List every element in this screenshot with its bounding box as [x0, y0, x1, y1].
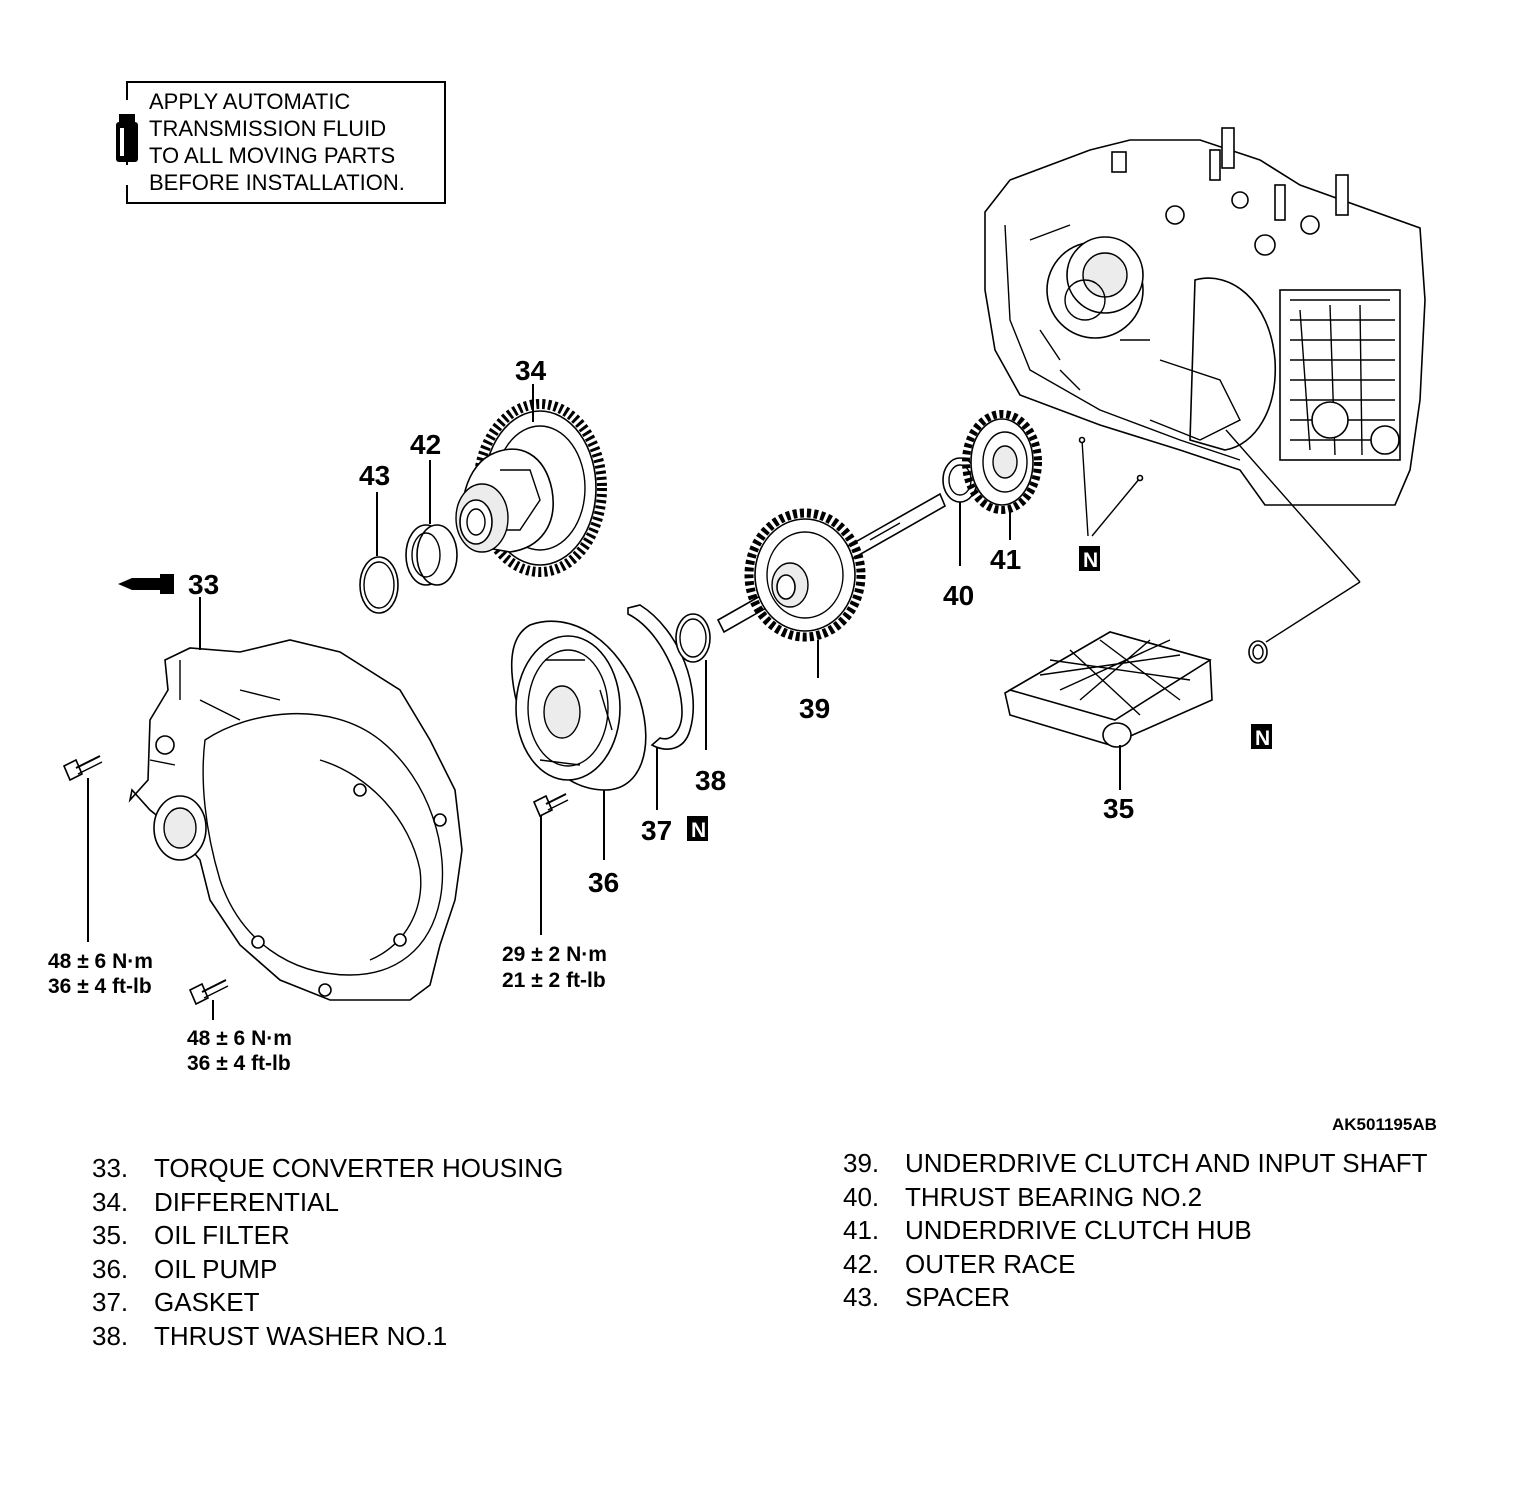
- legend-right: 39.UNDERDRIVE CLUTCH AND INPUT SHAFT 40.…: [843, 1147, 1427, 1315]
- n-mark-label: N: [1255, 727, 1270, 750]
- part-42-outer-race: [405, 460, 458, 586]
- note-line-3: TO ALL MOVING PARTS: [149, 143, 395, 168]
- n-mark-label: N: [691, 819, 706, 842]
- callout-41: 41: [990, 544, 1021, 575]
- callout-35: 35: [1103, 793, 1134, 824]
- callout-38: 38: [695, 765, 726, 796]
- part-36-oil-pump: [510, 620, 647, 860]
- legend-item: 42.OUTER RACE: [843, 1248, 1076, 1279]
- callout-40: 40: [943, 580, 974, 611]
- legend-left: 33.TORQUE CONVERTER HOUSING 34.DIFFERENT…: [92, 1152, 563, 1353]
- part-43-spacer: [359, 492, 399, 614]
- part-37-gasket: [627, 604, 694, 810]
- legend-item: 43.SPACER: [843, 1282, 1010, 1312]
- legend-item: 36.OIL PUMP: [92, 1253, 278, 1284]
- callout-37: 37: [641, 815, 672, 846]
- part-35-oil-filter: [1004, 631, 1213, 790]
- note-line-4: BEFORE INSTALLATION.: [149, 170, 405, 195]
- callout-43: 43: [359, 460, 390, 491]
- sealant-tube-icon: [118, 574, 174, 594]
- legend-item: 38.THRUST WASHER NO.1: [92, 1320, 448, 1351]
- torque-left-lower-nm: 48 ± 6 N·m: [187, 1027, 292, 1050]
- case-leaders: [1078, 429, 1361, 643]
- transaxle-case: [984, 127, 1426, 506]
- part-38-thrust-washer: [675, 613, 711, 750]
- n-mark-gasket: N: [687, 816, 708, 842]
- note-line-2: TRANSMISSION FLUID: [149, 116, 386, 141]
- part-39-underdrive-clutch-input-shaft: [716, 492, 947, 678]
- n-mark-oring: N: [1251, 724, 1272, 750]
- pump-bolt: [532, 793, 569, 935]
- callout-42: 42: [410, 429, 441, 460]
- housing-bolt-upper: [62, 755, 103, 942]
- fluid-bottle-icon: [116, 114, 138, 162]
- legend-item: 35.OIL FILTER: [92, 1220, 290, 1250]
- part-41-underdrive-clutch-hub: [962, 410, 1042, 540]
- legend-item: 33.TORQUE CONVERTER HOUSING: [92, 1153, 564, 1183]
- figure-code: AK501195AB: [1332, 1115, 1437, 1134]
- part-34-differential: [455, 384, 607, 577]
- housing-bolt-lower: [188, 979, 229, 1020]
- legend-item: 37.GASKET: [92, 1287, 260, 1317]
- legend-item: 34.DIFFERENTIAL: [92, 1186, 339, 1217]
- torque-pump-ftlb: 21 ± 2 ft-lb: [502, 969, 606, 992]
- note-line-1: APPLY AUTOMATIC: [149, 89, 350, 114]
- legend-item: 41.UNDERDRIVE CLUTCH HUB: [843, 1215, 1252, 1245]
- torque-pump-nm: 29 ± 2 N·m: [502, 943, 607, 966]
- legend-item: 39.UNDERDRIVE CLUTCH AND INPUT SHAFT: [843, 1148, 1428, 1178]
- callout-36: 36: [588, 867, 619, 898]
- torque-left-upper-nm: 48 ± 6 N·m: [48, 950, 153, 973]
- callout-34: 34: [515, 355, 547, 386]
- callout-39: 39: [799, 693, 830, 724]
- callout-33: 33: [188, 569, 219, 600]
- legend-item: 40.THRUST BEARING NO.2: [843, 1181, 1203, 1212]
- part-33-torque-converter-housing: [128, 597, 463, 1001]
- torque-left-lower-ftlb: 36 ± 4 ft-lb: [187, 1052, 291, 1075]
- n-mark-case: N: [1079, 546, 1100, 572]
- fluid-note: APPLY AUTOMATIC TRANSMISSION FLUID TO AL…: [116, 81, 446, 204]
- torque-left-upper-ftlb: 36 ± 4 ft-lb: [48, 975, 152, 998]
- o-ring: [1248, 640, 1268, 664]
- n-mark-label: N: [1083, 549, 1098, 572]
